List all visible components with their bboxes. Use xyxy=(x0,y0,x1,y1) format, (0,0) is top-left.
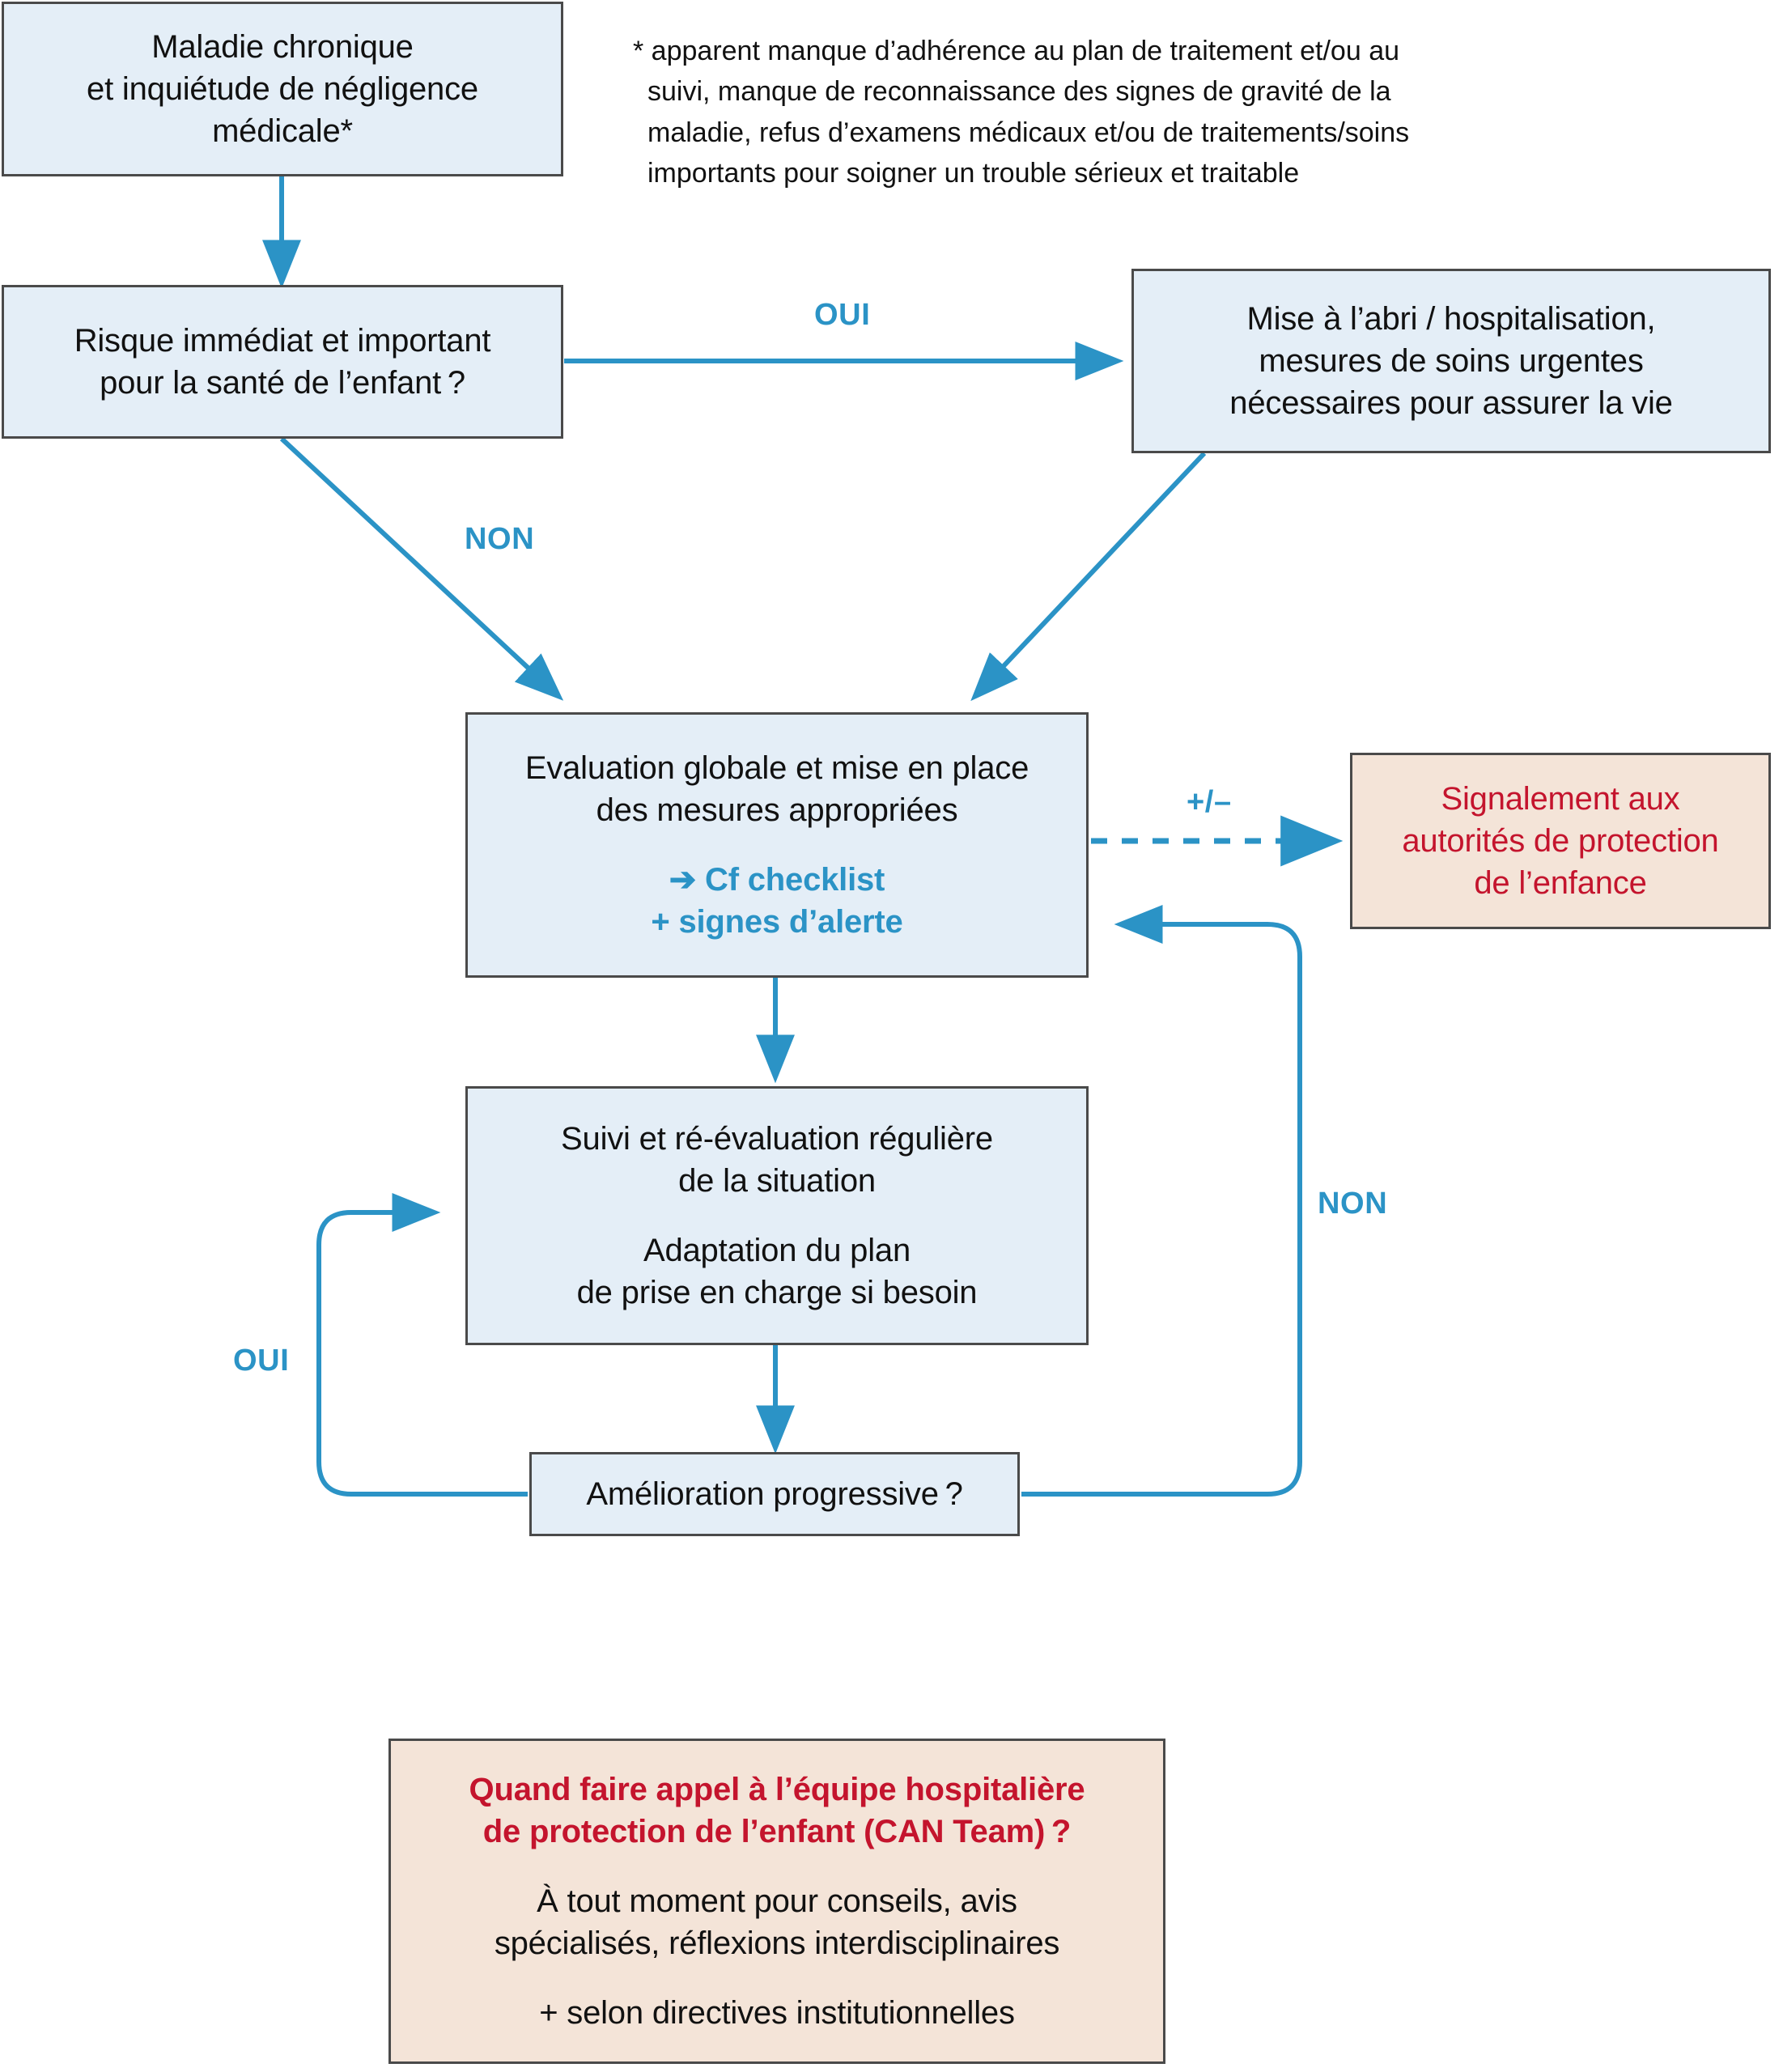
node-shelter-line-2: mesures de soins urgentes xyxy=(1259,343,1644,379)
node-reporting-line-2: autorités de protection xyxy=(1402,823,1719,859)
node-followup-line-4: de prise en charge si besoin xyxy=(576,1275,978,1310)
edge-shelter-to-evaluation xyxy=(970,451,1207,702)
node-evaluation-line-2: des mesures appropriées xyxy=(596,792,958,828)
node-evaluation-checklist: ➔ Cf checklist + signes d’alerte xyxy=(651,859,902,943)
node-risk-line-2: pour la santé de l’enfant ? xyxy=(100,365,465,401)
edge-risk-to-evaluation-non xyxy=(279,436,564,701)
edge-label-oui-bottom: OUI xyxy=(233,1344,290,1378)
node-shelter-hospitalisation[interactable]: Mise à l’abri / hospitalisation, mesures… xyxy=(1131,269,1771,453)
node-start-line-2: et inquiétude de négligence xyxy=(87,71,478,107)
node-evaluation-accent-line-1: ➔ Cf checklist xyxy=(669,862,885,898)
node-followup-line-2: de la situation xyxy=(678,1163,876,1199)
node-improvement-question[interactable]: Amélioration progressive ? xyxy=(529,1452,1020,1536)
footnote-text: * apparent manque d’adhérence au plan de… xyxy=(633,31,1554,193)
can-team-title-line-1: Quand faire appel à l’équipe hospitalièr… xyxy=(469,1772,1085,1807)
can-team-body-line-3: + selon directives institutionnelles xyxy=(539,1995,1015,2031)
edge-label-plus-minus: +/– xyxy=(1187,785,1232,819)
node-reporting-authorities[interactable]: Signalement aux autorités de protection … xyxy=(1350,753,1771,929)
node-reporting-line-1: Signalement aux xyxy=(1441,781,1680,817)
can-team-body-b: + selon directives institutionnelles xyxy=(539,1992,1015,2034)
can-team-title: Quand faire appel à l’équipe hospitalièr… xyxy=(469,1768,1085,1853)
can-team-body-line-2: spécialisés, réflexions interdisciplinai… xyxy=(494,1926,1060,1961)
node-risk-line-1: Risque immédiat et important xyxy=(74,323,491,359)
node-followup-part-b: Adaptation du plan de prise en charge si… xyxy=(577,1229,978,1314)
node-improvement-line-1: Amélioration progressive ? xyxy=(586,1476,963,1512)
node-evaluation-accent-line-2: + signes d’alerte xyxy=(651,904,903,940)
footnote-line-2: suivi, manque de reconnaissance des sign… xyxy=(647,76,1391,108)
node-global-evaluation[interactable]: Evaluation globale et mise en place des … xyxy=(465,712,1089,978)
node-shelter-line-3: nécessaires pour assurer la vie xyxy=(1229,385,1673,421)
footnote-line-3: maladie, refus d’examens médicaux et/ou … xyxy=(647,117,1410,148)
edge-label-non-left: NON xyxy=(465,522,535,556)
node-risk-question[interactable]: Risque immédiat et important pour la san… xyxy=(2,285,563,439)
can-team-body-a: À tout moment pour conseils, avis spécia… xyxy=(494,1880,1060,1964)
node-start-line-1: Maladie chronique xyxy=(151,29,414,65)
footnote-line-4: importants pour soigner un trouble série… xyxy=(647,157,1300,189)
footnote-line-1: * apparent manque d’adhérence au plan de… xyxy=(633,36,1400,66)
node-followup-reevaluation[interactable]: Suivi et ré-évaluation régulière de la s… xyxy=(465,1086,1089,1345)
node-start-line-3: médicale* xyxy=(212,113,353,149)
can-team-title-line-2: de protection de l’enfant (CAN Team) ? xyxy=(482,1814,1072,1849)
node-can-team-info[interactable]: Quand faire appel à l’équipe hospitalièr… xyxy=(388,1739,1165,2064)
node-shelter-line-1: Mise à l’abri / hospitalisation, xyxy=(1246,301,1656,337)
node-followup-line-1: Suivi et ré-évaluation régulière xyxy=(561,1121,993,1157)
edge-label-non-right: NON xyxy=(1318,1187,1388,1221)
node-evaluation-main: Evaluation globale et mise en place des … xyxy=(525,747,1029,831)
node-reporting-line-3: de l’enfance xyxy=(1474,865,1647,901)
node-evaluation-line-1: Evaluation globale et mise en place xyxy=(524,750,1029,786)
node-followup-line-3: Adaptation du plan xyxy=(643,1233,911,1268)
node-start-chronic-disease[interactable]: Maladie chronique et inquiétude de négli… xyxy=(2,2,563,176)
node-followup-part-a: Suivi et ré-évaluation régulière de la s… xyxy=(561,1118,993,1202)
can-team-body-line-1: À tout moment pour conseils, avis xyxy=(537,1883,1017,1919)
edge-label-oui-top: OUI xyxy=(814,298,871,332)
